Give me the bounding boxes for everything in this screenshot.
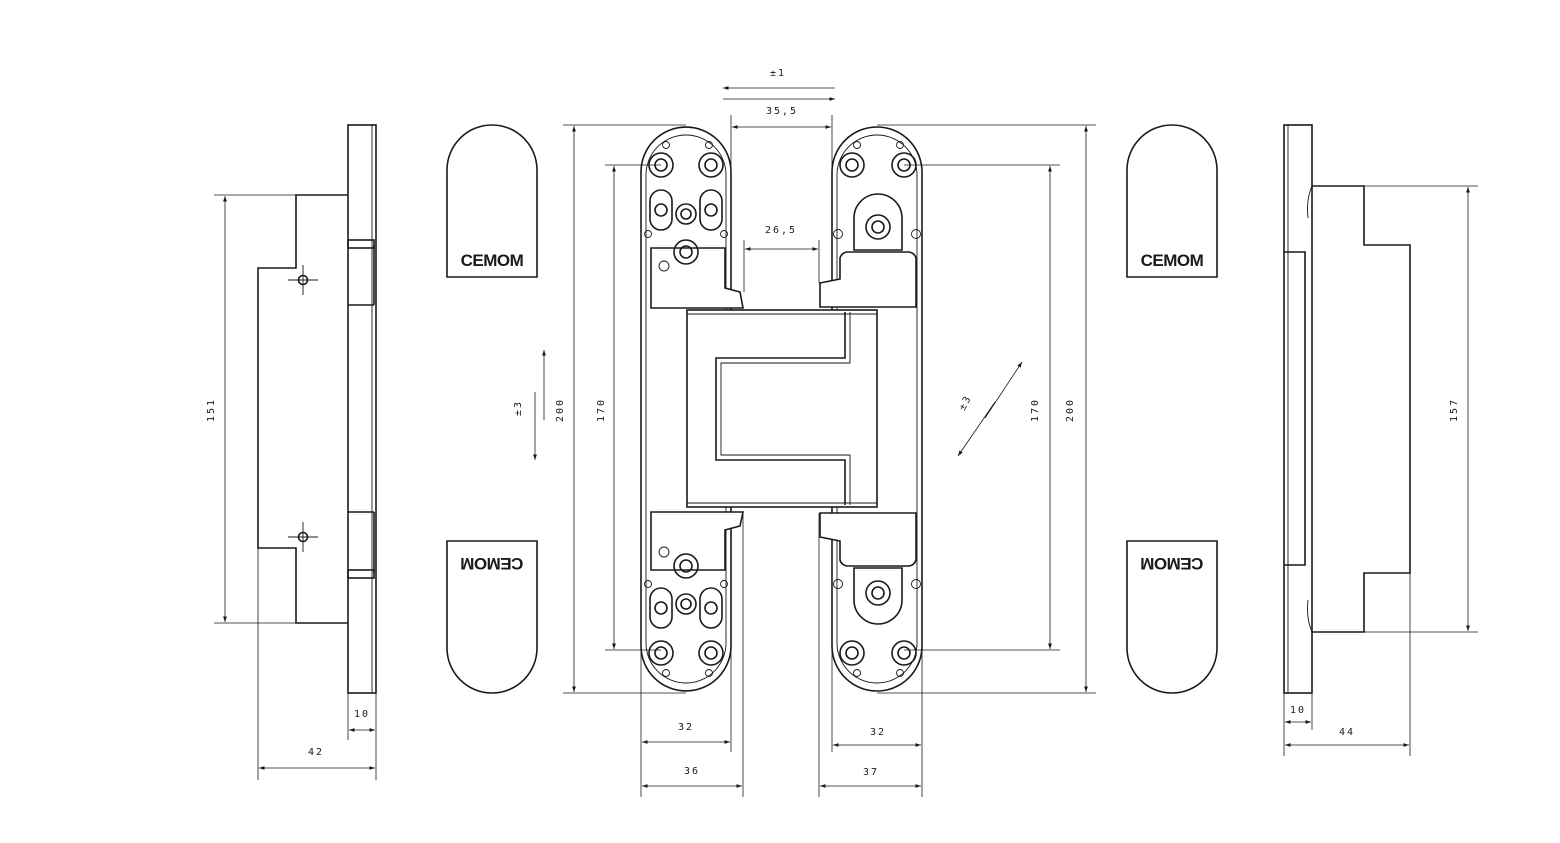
dim-side-left-thickness: 10 bbox=[354, 709, 370, 720]
dim-adjust-vertical: ±3 bbox=[513, 400, 524, 416]
dim-mid-width: 26,5 bbox=[765, 225, 797, 236]
right-side-view bbox=[1283, 124, 1478, 756]
dim-adjust-lateral: ±1 bbox=[770, 68, 786, 79]
dim-left-leaf-width-outer: 36 bbox=[684, 766, 700, 777]
dim-side-right-depth: 44 bbox=[1339, 727, 1355, 738]
dim-right-leaf-width-outer: 37 bbox=[863, 767, 879, 778]
hinge-front-view bbox=[640, 126, 923, 692]
dim-height-total-left: 200 bbox=[555, 398, 566, 422]
dim-right-leaf-width-inner: 32 bbox=[870, 727, 886, 738]
dim-side-left-depth: 42 bbox=[308, 747, 324, 758]
dim-side-left-pocket: 151 bbox=[206, 398, 217, 422]
dim-top-width: 35,5 bbox=[766, 106, 798, 117]
dim-screw-pitch-left: 170 bbox=[596, 398, 607, 422]
dim-side-right-thickness: 10 bbox=[1290, 705, 1306, 716]
right-cover-caps bbox=[1126, 124, 1218, 694]
hinge-dimension-lines bbox=[533, 86, 1096, 797]
dim-adjust-depth: ±3 bbox=[957, 393, 974, 412]
logo-cap-bottom-right: CEMOM bbox=[1140, 554, 1203, 573]
logo-cap-bottom-left: CEMOM bbox=[460, 554, 523, 573]
dim-left-leaf-width-inner: 32 bbox=[678, 722, 694, 733]
dim-side-right-pocket: 157 bbox=[1449, 398, 1460, 422]
dimension-labels: ±1 35,5 26,5 151 ±3 200 170 ±3 170 200 1… bbox=[206, 68, 1460, 778]
dim-height-total-right: 200 bbox=[1065, 398, 1076, 422]
logo-cap-top-right: CEMOM bbox=[1141, 251, 1204, 270]
dim-screw-pitch-right: 170 bbox=[1030, 398, 1041, 422]
left-side-view bbox=[214, 124, 377, 780]
logo-cap-top-left: CEMOM bbox=[461, 251, 524, 270]
left-cover-caps bbox=[446, 124, 538, 694]
